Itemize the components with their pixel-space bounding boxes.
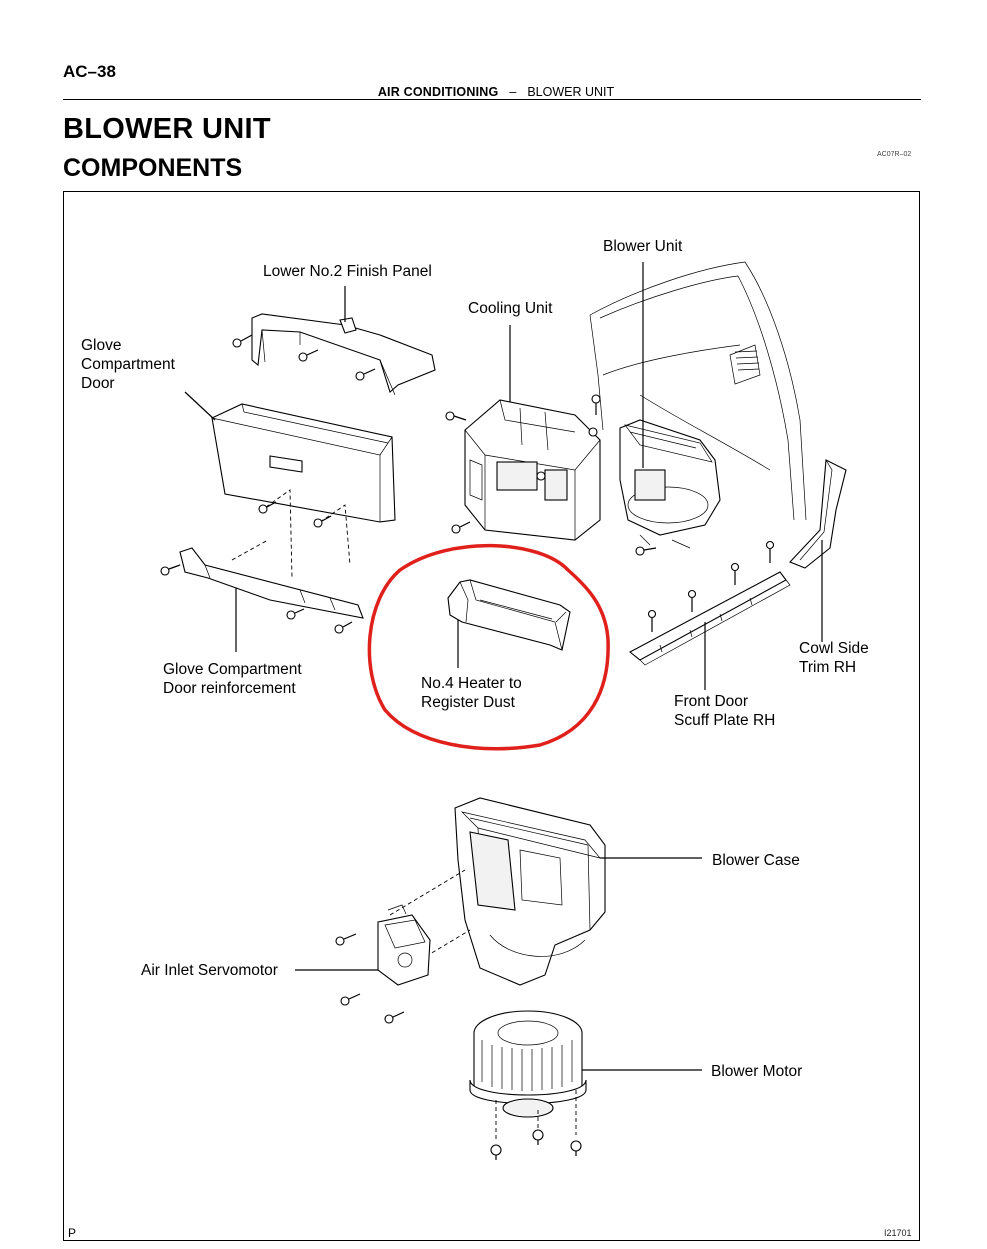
label-cooling-unit: Cooling Unit — [468, 300, 553, 317]
screws-servomotor — [335, 933, 405, 1024]
highlight-circle — [367, 543, 610, 751]
label-glove-door-reinforcement: Glove Compartment Door reinforcement — [163, 661, 302, 697]
screws-reinforcement — [160, 564, 353, 634]
glove-door-reinforcement — [179, 547, 364, 652]
subsection-name: BLOWER UNIT — [527, 85, 615, 99]
screws-blower-motor — [490, 1090, 582, 1160]
cooling-unit — [464, 325, 601, 541]
screws-glove-door — [258, 501, 332, 528]
glove-compartment-door — [184, 391, 396, 579]
section-name: AIR CONDITIONING — [377, 85, 499, 99]
blower-case — [389, 797, 702, 986]
section-separator: – — [509, 85, 517, 99]
label-air-inlet-servomotor: Air Inlet Servomotor — [141, 962, 278, 979]
label-glove-compartment-door: Glove Compartment Door — [81, 337, 175, 392]
figure-frame — [63, 191, 920, 1241]
label-blower-motor: Blower Motor — [711, 1063, 803, 1080]
air-inlet-servomotor — [295, 904, 431, 986]
blower-unit — [619, 262, 721, 549]
label-blower-case: Blower Case — [712, 852, 800, 869]
screws-blower-unit — [635, 546, 657, 556]
screws-cooling-unit — [445, 394, 601, 534]
page-title: BLOWER UNIT — [63, 113, 271, 145]
label-heater-register-duct: No.4 Heater to Register Dust — [421, 675, 522, 711]
screws-finish-panel — [232, 334, 376, 381]
corner-mark: P — [68, 1226, 77, 1240]
page-number: AC–38 — [63, 62, 116, 81]
label-cowl-side-trim: Cowl Side Trim RH — [799, 640, 869, 676]
cowl-side-trim — [789, 459, 847, 642]
figure-id: I21701 — [884, 1228, 912, 1238]
heater-register-duct — [447, 579, 571, 668]
lower-finish-panel — [251, 286, 436, 396]
screws-scuff-plate — [647, 540, 775, 632]
label-lower-finish-panel: Lower No.2 Finish Panel — [263, 263, 432, 280]
section-header: AIR CONDITIONING–BLOWER UNIT — [63, 85, 921, 100]
page-subtitle: COMPONENTS — [63, 154, 243, 182]
scuff-plate — [629, 571, 791, 690]
label-scuff-plate: Front Door Scuff Plate RH — [674, 693, 776, 729]
document-code: AC07R–02 — [877, 151, 912, 158]
label-blower-unit: Blower Unit — [603, 238, 683, 255]
blower-motor — [469, 1010, 702, 1118]
